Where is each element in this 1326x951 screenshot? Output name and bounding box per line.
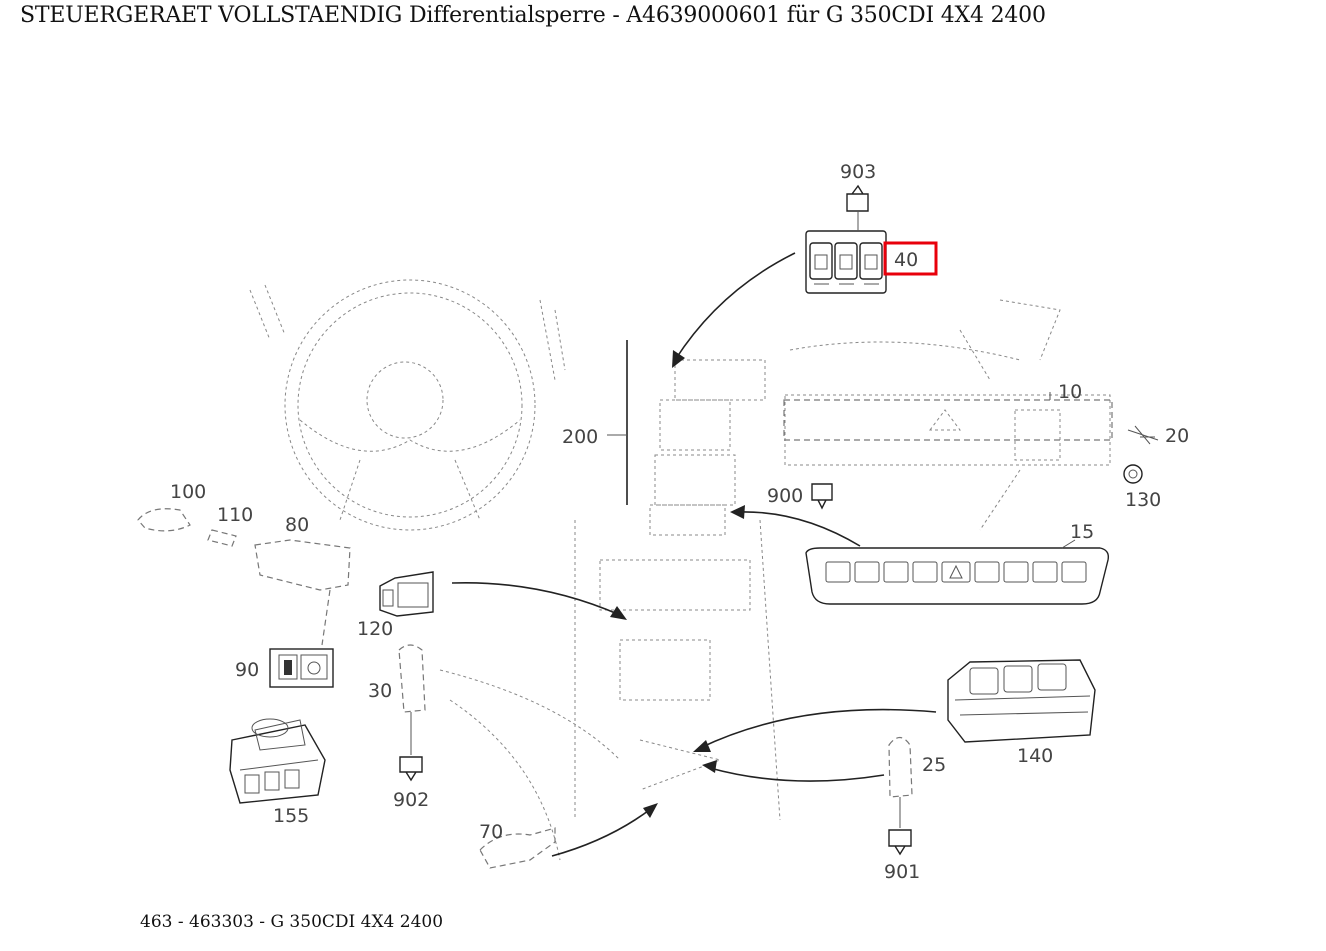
part-155-module[interactable]: [229, 718, 326, 804]
part-80[interactable]: [254, 539, 351, 646]
diagram-title: STEUERGERAET VOLLSTAENDIG Differentialsp…: [20, 3, 1046, 28]
part-30[interactable]: [398, 644, 426, 755]
footer-vehicle-info: 463 - 463303 - G 350CDI 4X4 2400: [140, 912, 444, 932]
connector-903[interactable]: [846, 184, 869, 231]
connector-901[interactable]: [888, 829, 912, 856]
part-90[interactable]: [269, 648, 334, 688]
callout-30: 30: [368, 680, 392, 702]
callout-80: 80: [285, 514, 309, 536]
arrow-140: [699, 708, 937, 749]
callout-40[interactable]: 40: [894, 249, 918, 271]
callout-900: 900: [767, 485, 803, 507]
callout-15: 15: [1070, 521, 1094, 543]
callout-25: 25: [922, 754, 946, 776]
leader-lines: [1061, 436, 1155, 549]
callout-130: 130: [1125, 489, 1161, 511]
callout-155: 155: [273, 805, 309, 827]
callout-903: 903: [840, 161, 876, 183]
arrow-15: [737, 511, 861, 547]
part-110[interactable]: [207, 529, 237, 547]
arrow-40: [674, 252, 796, 361]
part-100[interactable]: [137, 508, 191, 532]
part-40-switch[interactable]: [805, 230, 887, 294]
callout-labels: 903 40 10 20 200 900 130 100 110 80 15 1…: [170, 161, 1189, 883]
callout-140: 140: [1017, 745, 1053, 767]
connector-900[interactable]: [811, 483, 833, 510]
callout-120: 120: [357, 618, 393, 640]
callout-200: 200: [562, 426, 598, 448]
part-140-module[interactable]: [947, 659, 1096, 743]
callout-10: 10: [1058, 381, 1082, 403]
part-70[interactable]: [479, 827, 556, 869]
part-120[interactable]: [379, 571, 434, 617]
callout-100: 100: [170, 481, 206, 503]
callout-20: 20: [1165, 425, 1189, 447]
callout-901: 901: [884, 861, 920, 883]
connector-902[interactable]: [399, 756, 423, 782]
part-10-panel[interactable]: [783, 399, 1113, 441]
callout-90: 90: [235, 659, 259, 681]
part-20[interactable]: [1127, 425, 1159, 445]
dashboard-outline: [249, 279, 1111, 861]
arrow-25: [709, 767, 885, 782]
callout-902: 902: [393, 789, 429, 811]
highlight-box: [883, 241, 938, 276]
arrow-120: [451, 581, 621, 616]
callout-70: 70: [479, 821, 503, 843]
part-15-panel[interactable]: [805, 547, 1110, 605]
part-25[interactable]: [888, 736, 913, 829]
arrow-70: [551, 807, 653, 857]
callout-110: 110: [217, 504, 253, 526]
part-130-ring[interactable]: [1123, 464, 1143, 484]
